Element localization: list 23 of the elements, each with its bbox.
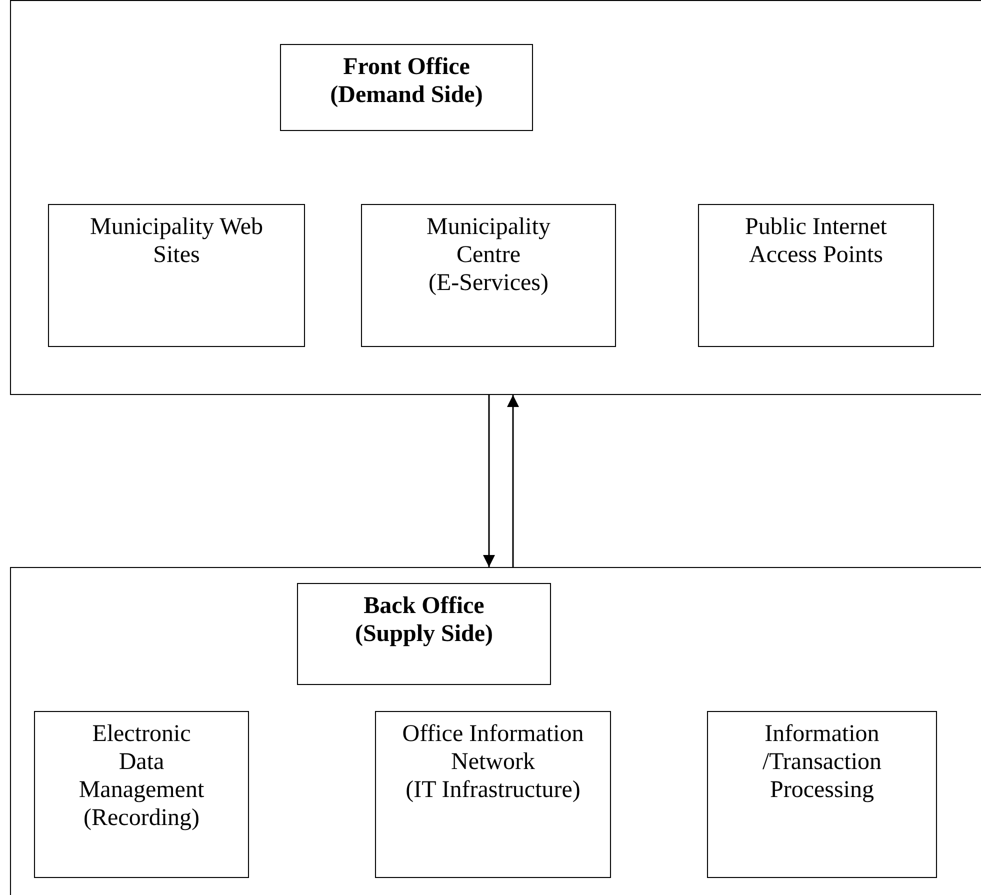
- arrow: [483, 395, 495, 567]
- process-box: [375, 711, 611, 878]
- box-label: Municipality Centre: [426, 213, 552, 269]
- box-heading: Front Office (Demand Side): [329, 53, 484, 109]
- process-box: [48, 204, 305, 347]
- process-box: [707, 711, 937, 878]
- box-label: Office Information Network: [401, 720, 585, 776]
- box-heading: Back Office (Supply Side): [354, 592, 494, 648]
- process-box: [698, 204, 934, 347]
- box-label: Information /Transaction Processing: [761, 720, 883, 804]
- box-label: (IT Infrastructure): [404, 776, 582, 804]
- group-panel: [10, 0, 981, 395]
- box-label: Municipality Web Sites: [89, 213, 264, 269]
- box-label: (Recording): [82, 804, 200, 832]
- process-box: [297, 583, 551, 685]
- box-label: Public Internet Access Points: [744, 213, 888, 269]
- process-box: [280, 44, 533, 131]
- box-label: (E-Services): [428, 269, 550, 297]
- arrow: [507, 395, 519, 567]
- process-box: [361, 204, 616, 347]
- process-box: [34, 711, 249, 878]
- box-label: Electronic Data Management: [78, 720, 206, 804]
- group-panel: [10, 567, 981, 895]
